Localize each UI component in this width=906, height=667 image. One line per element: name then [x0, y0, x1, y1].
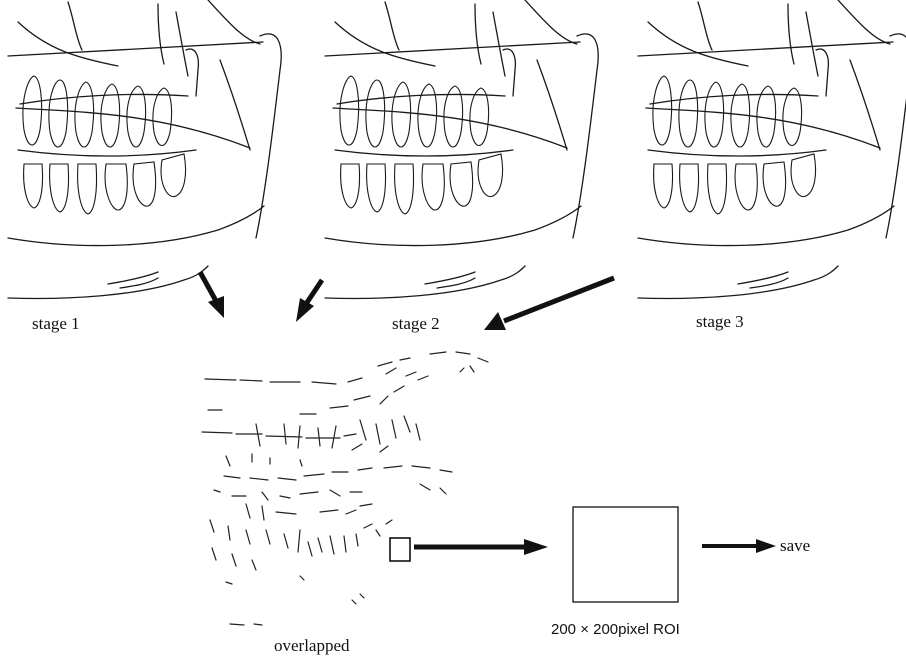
roi-selection-box: [390, 538, 410, 561]
stage-2-drawing: [325, 0, 598, 298]
roi-label: 200 × 200pixel ROI: [551, 621, 680, 638]
stage-1-drawing: [8, 0, 281, 298]
roi-enlarged-box: [573, 507, 678, 602]
stage-2-label: stage 2: [392, 314, 440, 334]
arrow-to-save: [702, 539, 776, 553]
overlapped-composite: [202, 352, 488, 625]
arrow-stage2-right-to-overlapped: [484, 278, 614, 330]
arrow-to-roi: [414, 539, 548, 555]
arrow-stage2-left-to-overlapped: [296, 280, 322, 322]
arrow-stage1-to-overlapped: [200, 272, 224, 318]
stage-1-label: stage 1: [32, 314, 80, 334]
stage-3-label: stage 3: [696, 312, 744, 332]
save-label: save: [780, 536, 810, 556]
stage-3-drawing: [638, 0, 906, 298]
overlapped-label: overlapped: [274, 636, 350, 656]
